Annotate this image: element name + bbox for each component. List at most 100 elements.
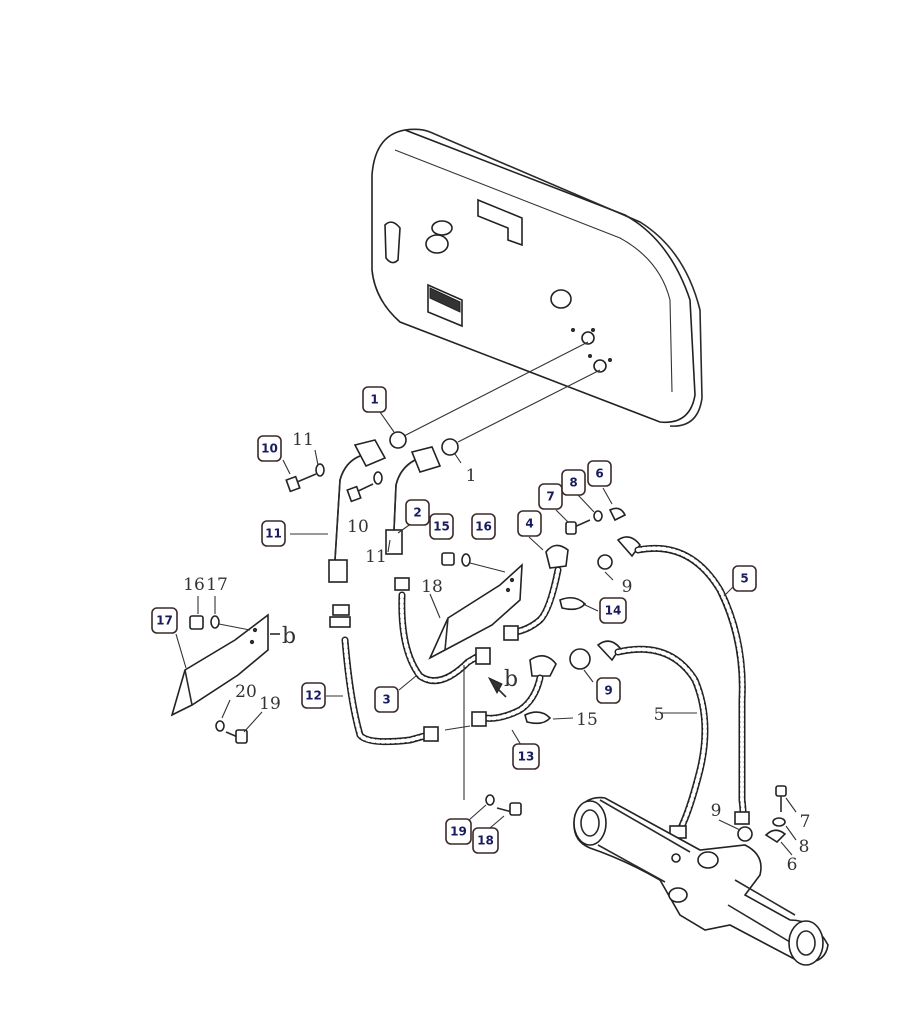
callout-number: 7 (546, 490, 554, 504)
arrow-shaft (495, 686, 507, 698)
clip-15 (441, 552, 455, 566)
callout-badge[interactable]: 8 (561, 469, 586, 496)
plain-label: 15 (576, 710, 598, 730)
plain-labels: 11 1 10 11 9 16 17 18 b b 20 19 15 5 9 7… (183, 430, 810, 875)
callout-badge[interactable]: 10 (257, 435, 282, 462)
o-ring-9 (597, 554, 613, 570)
bracket-18 (428, 563, 523, 660)
hydraulic-cylinder (573, 796, 829, 966)
hose-12 (329, 604, 439, 746)
washer-16 (461, 553, 471, 567)
leader-line (218, 623, 251, 631)
callout-number: 4 (525, 517, 533, 531)
washer-11 (373, 471, 383, 485)
hose-13 (471, 655, 557, 727)
callout-number: 5 (740, 572, 748, 586)
callout-number: 12 (305, 689, 322, 703)
hose-5-inner (596, 640, 709, 839)
plain-label: b (282, 624, 296, 649)
plain-label: b (504, 667, 518, 692)
callout-number: 2 (413, 506, 421, 520)
clip-6 (608, 507, 627, 522)
callout-badge[interactable]: 5 (732, 565, 757, 592)
callout-number: 14 (605, 604, 622, 618)
callout-badge[interactable]: 17 (151, 607, 178, 634)
leader-line (469, 562, 506, 573)
plain-label: 9 (711, 801, 722, 821)
callout-badge[interactable]: 12 (301, 682, 326, 709)
callout-badge[interactable]: 1 (362, 386, 387, 413)
plain-label: 10 (347, 517, 369, 537)
callout-number: 11 (265, 527, 282, 541)
plain-label: 11 (365, 547, 387, 567)
callout-badge[interactable]: 9 (596, 677, 621, 704)
plain-label: 5 (654, 705, 665, 725)
leader-line (403, 341, 589, 437)
nut-16 (189, 615, 204, 630)
callout-number: 13 (518, 750, 535, 764)
clip-6 (764, 829, 787, 844)
suction-pipe-left (328, 439, 387, 583)
washer-17 (210, 615, 220, 629)
clamp-15 (524, 711, 552, 725)
callout-number: 19 (450, 825, 467, 839)
plain-label: 17 (206, 575, 228, 595)
plain-label: 8 (799, 837, 810, 857)
plain-label: 20 (235, 682, 257, 702)
hydraulic-tank (371, 128, 703, 427)
o-ring (389, 431, 407, 449)
bolt-7 (775, 785, 787, 812)
hose-3 (394, 577, 491, 685)
washer-8 (772, 817, 786, 827)
hose-4 (503, 544, 569, 641)
callout-badge[interactable]: 2 (405, 499, 430, 526)
bolt-7 (565, 519, 591, 535)
callout-badge[interactable]: 14 (599, 597, 627, 624)
callout-number: 16 (475, 520, 492, 534)
plain-label: 18 (421, 577, 443, 597)
callout-number: 9 (604, 684, 612, 698)
bolt-19 (225, 729, 248, 744)
callout-badge[interactable]: 7 (538, 483, 563, 510)
plain-label: 16 (183, 575, 205, 595)
o-ring-9 (737, 826, 753, 842)
callout-number: 3 (382, 693, 390, 707)
bolt-18 (496, 802, 522, 816)
callout-number: 6 (595, 467, 603, 481)
bolt-10 (346, 483, 374, 503)
o-ring (441, 438, 459, 456)
plain-label: 7 (800, 812, 811, 832)
pipe-2 (385, 446, 442, 555)
washer-20 (215, 720, 225, 732)
callout-badge[interactable]: 18 (472, 827, 499, 854)
bracket-17 (170, 613, 269, 717)
plain-label: 6 (787, 855, 798, 875)
callout-number: 18 (477, 834, 494, 848)
callout-badge[interactable]: 13 (512, 743, 540, 770)
clamp-14 (559, 596, 587, 611)
callout-badge[interactable]: 6 (587, 460, 612, 487)
bolt-10 (285, 473, 317, 493)
leader-lines (175, 411, 797, 856)
callout-badge[interactable]: 3 (374, 686, 399, 713)
callout-number: 8 (569, 476, 577, 490)
o-ring-9 (569, 648, 591, 670)
leader-line (457, 369, 601, 443)
hose-5-outer (616, 536, 750, 825)
leader-line (444, 725, 471, 731)
callout-badge[interactable]: 19 (445, 818, 472, 845)
callout-badge[interactable]: 15 (429, 513, 454, 540)
callout-number: 1 (370, 393, 378, 407)
callout-number: 15 (433, 520, 450, 534)
callout-number: 10 (261, 442, 278, 456)
washer-19 (485, 794, 495, 806)
callout-badge[interactable]: 11 (261, 520, 286, 547)
callout-badge[interactable]: 16 (471, 513, 496, 540)
washer-8 (593, 510, 603, 522)
callout-number: 17 (156, 614, 173, 628)
plain-label: 1 (466, 466, 477, 486)
plain-label: 11 (292, 430, 314, 450)
plain-label: 9 (622, 577, 633, 597)
callout-badge[interactable]: 4 (517, 510, 542, 537)
